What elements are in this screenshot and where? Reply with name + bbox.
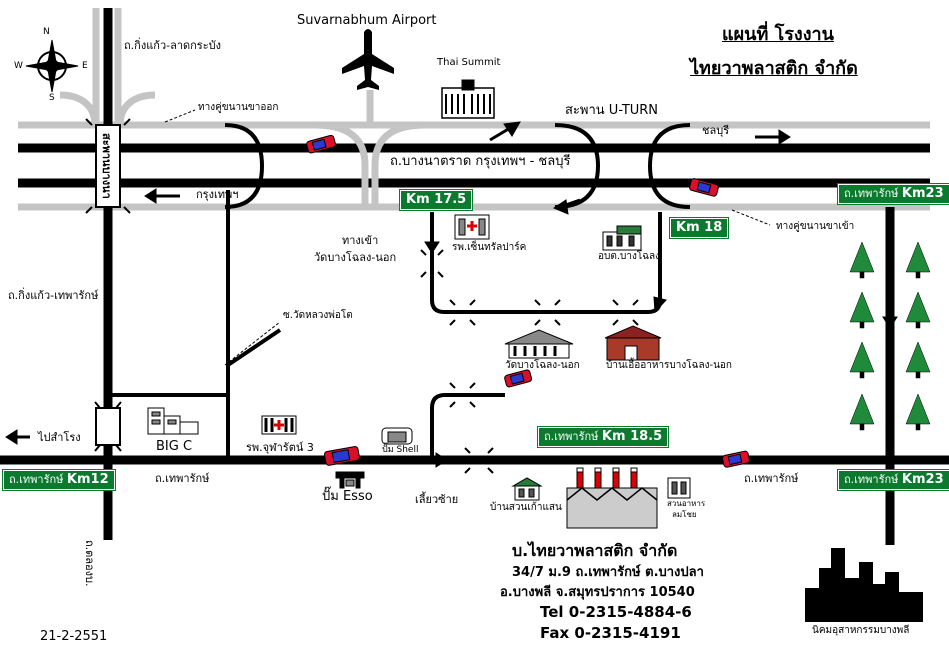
parallel-in-label: ทางคู่ขนานขาเข้า [776, 221, 855, 232]
theparak-label-right: ถ.เทพารักษ์ [744, 472, 799, 485]
shell-label: ปั๊ม Shell [382, 445, 419, 455]
minor-roads [108, 190, 662, 460]
map-title-line1: แผนที่ โรงงาน [722, 24, 834, 45]
building-icon [441, 79, 495, 119]
to-samrong-label: ไปสำโรง [38, 431, 81, 444]
krungthep-label: กรุงเทพฯ [196, 188, 239, 201]
skyline-icon [805, 548, 923, 622]
wat-entrance-line1: ทางเข้า [342, 234, 379, 247]
theparak-label-left: ถ.เทพารักษ์ [155, 472, 210, 485]
airplane-icon [342, 29, 394, 90]
obt-label: อบต.บางโฉลง [598, 251, 661, 262]
building-icon [454, 214, 490, 240]
parallel-roads [18, 8, 930, 211]
bridge-marks [85, 118, 639, 474]
km-sign-12: ถ.เทพารักษ์ Km12 [2, 468, 116, 492]
bigc-label: BIG C [156, 439, 193, 454]
bridge-strip [95, 124, 121, 208]
building-icon [602, 225, 642, 251]
compass-n: N [43, 27, 50, 37]
turn-left-label: เลี้ยวซ้าย [415, 493, 459, 506]
km-sign-18: Km 18 [668, 216, 730, 240]
arrow-icon [5, 121, 898, 468]
baan-ueua-label: บ้านเอื้ออาหารบางโฉลง-นอก [606, 360, 732, 371]
compass-s: S [49, 93, 55, 103]
tree-icon [849, 241, 931, 431]
map-title-line2: ไทยวาพลาสติก จำกัด [690, 58, 858, 79]
soi-wat-label: ซ.วัดหลวงพ่อโต [283, 310, 353, 321]
date-label: 21-2-2551 [40, 629, 108, 644]
esso-label: ปั๊ม Esso [322, 489, 373, 504]
airport-label: Suvarnabhum Airport [297, 13, 437, 28]
bangna-road-label: ถ.บางนาตราด กรุงเทพฯ - ชลบุรี [390, 154, 571, 169]
compass-icon [25, 39, 79, 93]
factory-icon [566, 467, 658, 529]
compass-w: W [14, 61, 23, 71]
hospital-central-label: รพ.เซ็นทรัลปาร์ค [452, 242, 527, 253]
wat-entrance-line2: วัดบางโฉลง-นอก [314, 251, 397, 264]
hospital-jutha-label: รพ.จุฬารัตน์ 3 [246, 441, 314, 454]
tel-label: Tel 0-2315-4884-6 [540, 603, 692, 621]
building-icon [335, 471, 365, 489]
km-sign-18-5: ถ.เทพารักษ์ Km 18.5 [536, 425, 670, 449]
car-icon [306, 134, 750, 468]
km-sign-23-top: ถ.เทพารักษ์ Km23 [837, 182, 949, 206]
restaurant-label-2: ลมโชย [672, 510, 697, 519]
building-icon [604, 325, 662, 361]
building-icon [511, 477, 543, 501]
km-sign-23-bottom: ถ.เทพารักษ์ Km23 [837, 468, 949, 492]
building-icon [261, 415, 297, 435]
restaurant-label-1: สวนอาหาร [667, 499, 706, 508]
compass-e: E [82, 61, 88, 71]
building-icon [381, 427, 413, 445]
industrial-label: นิคมอุสาหกรรมบางพลี [812, 625, 910, 636]
chonburi-label: ชลบุรี [702, 124, 730, 137]
leader-lines [164, 109, 771, 366]
road-left-label: ถ.กิ่งแก้ว-เทพารักษ์ [8, 289, 99, 302]
wat-bangchalong-label: วัดบางโฉลง-นอก [505, 360, 580, 371]
fax-label: Fax 0-2315-4191 [540, 624, 681, 642]
road-bottom-left-label: ถ.ตลองบ. [83, 540, 96, 587]
building-icon [147, 407, 199, 435]
building-icon [667, 477, 691, 499]
uturn-bridge-label: สะพาน U-TURN [565, 103, 659, 118]
bangna-flyover-label: สะพานบางนา [100, 133, 113, 199]
baan-suan-label: บ้านสวนเก้าแสน [490, 502, 562, 513]
thai-summit-label: Thai Summit [437, 57, 501, 68]
parallel-out-label: ทางคู่ขนานขาออก [198, 102, 279, 113]
u-turns [224, 121, 691, 209]
address-line1: 34/7 ม.9 ถ.เทพารักษ์ ต.บางปลา [512, 565, 704, 580]
km-sign-17-5: Km 17.5 [398, 188, 474, 212]
road-top-left-label: ถ.กิ่งแก้ว-ลาดกระบัง [124, 39, 221, 52]
company-name: บ.ไทยวาพลาสติก จำกัด [512, 541, 678, 560]
address-line2: อ.บางพลี จ.สมุทรปราการ 10540 [500, 585, 695, 600]
main-roads [0, 8, 949, 540]
building-icon [504, 329, 574, 359]
